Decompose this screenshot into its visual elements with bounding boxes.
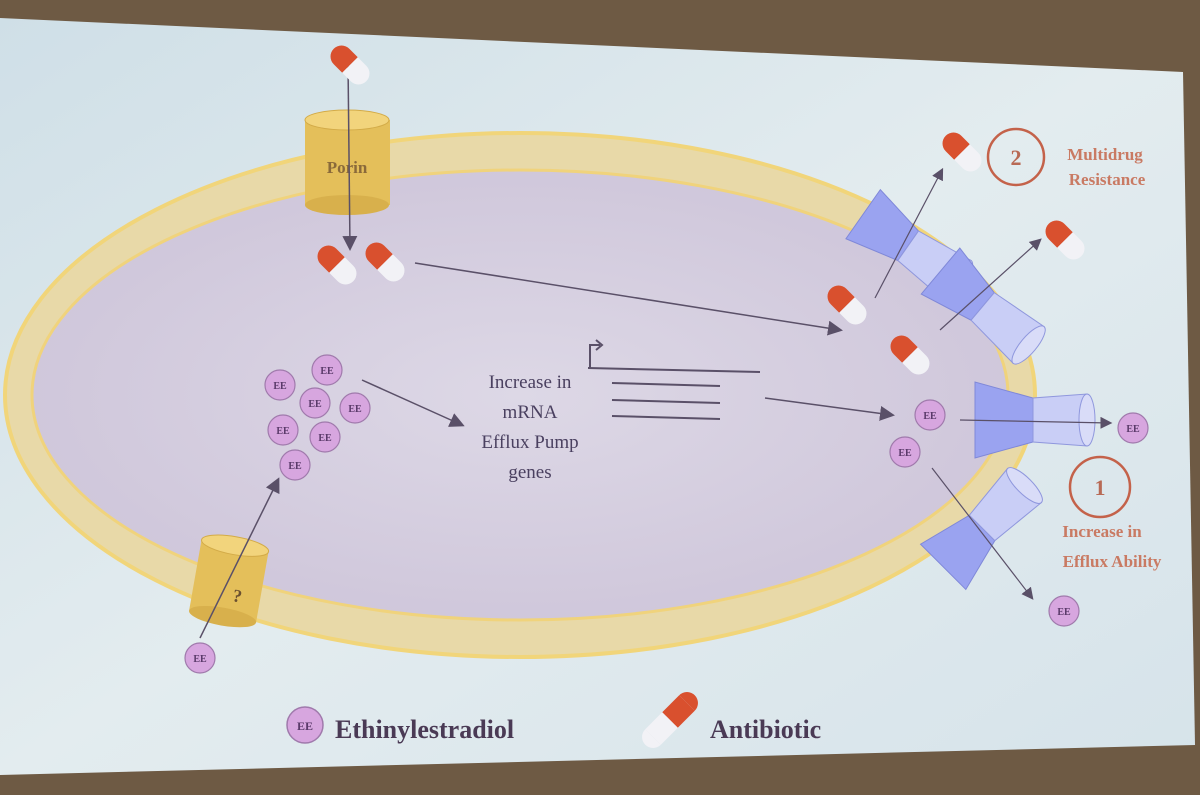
ee-molecule: EE [1048, 595, 1080, 627]
antibiotic-capsule [317, 245, 357, 285]
legend: EE Ethinylestradiol Antibiotic [286, 692, 821, 748]
mrna-to-pump-arrow [764, 397, 895, 421]
svg-text:EE: EE [318, 433, 332, 444]
ee-to-mrna-arrow [361, 379, 465, 427]
center-text-line-3: Efflux Pump [481, 432, 578, 453]
legend-antibiotic-icon [642, 692, 698, 748]
outcome-1-circle [1068, 455, 1132, 519]
ee-molecule: EE [279, 449, 311, 481]
svg-text:EE: EE [297, 719, 313, 733]
center-text-line-1: Increase in [489, 372, 572, 393]
outcome-2-circle [986, 127, 1046, 187]
legend-ee-label: Ethinylestradiol [335, 715, 514, 744]
antibiotic-entry-arrow [342, 61, 358, 251]
ee-molecule: EE [309, 421, 341, 453]
ee-molecule: EE [267, 414, 299, 446]
efflux-pump-3 [974, 381, 1096, 459]
svg-text:EE: EE [273, 381, 287, 392]
efflux-pump-2 [920, 247, 1046, 365]
mrna-increase-text: Increase in mRNA Efflux Pump genes [481, 372, 578, 483]
outcome-2: 2 Multidrug Resistance [986, 127, 1146, 189]
pump-3-arrow [959, 416, 1113, 429]
svg-text:EE: EE [193, 654, 207, 665]
svg-text:EE: EE [288, 461, 302, 472]
svg-text:EE: EE [898, 448, 912, 459]
pump-1-arrow [874, 167, 944, 299]
legend-ee-icon: EE [286, 706, 324, 744]
center-text-line-2: mRNA [503, 402, 558, 423]
efflux-pump-4 [919, 467, 1043, 591]
outcome-1-line-2: Efflux Ability [1063, 552, 1162, 571]
outcome-2-line-2: Resistance [1069, 170, 1146, 189]
svg-text:EE: EE [1126, 424, 1140, 435]
svg-text:EE: EE [923, 411, 937, 422]
ee-molecule-layer: EE EE EE EE EE EE EE EE EE EE EE EE [184, 354, 1149, 674]
svg-text:EE: EE [276, 426, 290, 437]
porin-label: Porin [327, 158, 368, 177]
svg-text:EE: EE [1057, 607, 1071, 618]
ee-molecule: EE [184, 642, 216, 674]
gene-transcription-icon [587, 339, 761, 420]
antibiotic-capsule [330, 45, 370, 85]
outcome-2-number: 2 [1011, 145, 1022, 170]
antibiotic-capsule [827, 285, 867, 325]
antibiotic-capsule [890, 335, 930, 375]
pump-4-arrow [931, 467, 1034, 600]
outcome-1-line-1: Increase in [1062, 522, 1142, 541]
ee-molecule: EE [1117, 412, 1149, 444]
outcome-2-line-1: Multidrug [1067, 145, 1143, 164]
outcome-1: 1 Increase in Efflux Ability [1062, 455, 1162, 571]
center-text-line-4: genes [508, 462, 551, 483]
ee-molecule: EE [264, 369, 296, 401]
antibiotic-to-pump-arrow [414, 262, 843, 336]
antibiotic-layer [317, 45, 1085, 375]
ee-molecule: EE [339, 392, 371, 424]
ee-molecule: EE [889, 436, 921, 468]
ee-entry-arrow [199, 477, 280, 639]
pump-2-arrow [939, 238, 1042, 331]
antibiotic-capsule [942, 132, 982, 172]
antibiotic-capsule [1045, 220, 1085, 260]
legend-antibiotic-label: Antibiotic [710, 715, 821, 744]
ee-molecule: EE [299, 387, 331, 419]
outcome-1-number: 1 [1095, 475, 1106, 500]
svg-text:EE: EE [348, 404, 362, 415]
ee-molecule: EE [914, 399, 946, 431]
bacterial-cell [3, 131, 1037, 659]
antibiotic-capsule [365, 242, 405, 282]
svg-text:EE: EE [320, 366, 334, 377]
unknown-channel-label: ? [231, 585, 243, 606]
svg-text:EE: EE [308, 399, 322, 410]
ee-molecule: EE [311, 354, 343, 386]
porin-channel: Porin [304, 109, 390, 215]
